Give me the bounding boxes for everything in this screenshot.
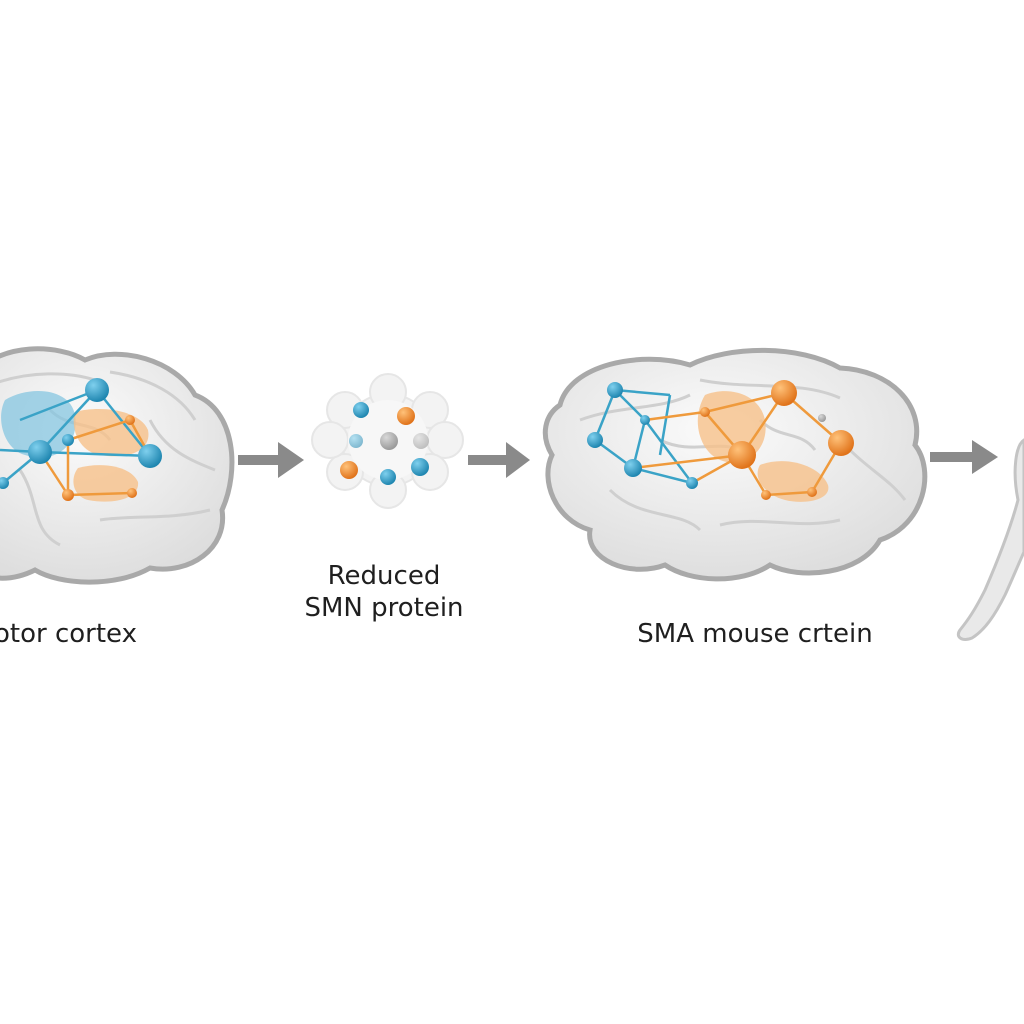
- brain-outline-icon: [0, 346, 235, 585]
- right-arrow-icon: [468, 442, 530, 478]
- right-arrow-icon: [930, 440, 998, 474]
- smn-label-line1: Reduced: [327, 561, 441, 591]
- smn-label-line2: SMN protein: [304, 593, 464, 623]
- sma-mouse-label: SMA mouse crtein: [637, 619, 873, 649]
- blue-region: [1, 391, 76, 458]
- smn-protein-label: Reduced SMN protein: [284, 560, 484, 624]
- motor-cortex-brain: [0, 346, 235, 585]
- protein-cluster-icon: [311, 373, 464, 509]
- right-arrow-icon: [238, 442, 304, 478]
- motor-cortex-label: otor cortex: [0, 619, 137, 649]
- mouse-silhouette-icon: [956, 438, 1024, 641]
- sma-mouse-brain: [542, 347, 928, 582]
